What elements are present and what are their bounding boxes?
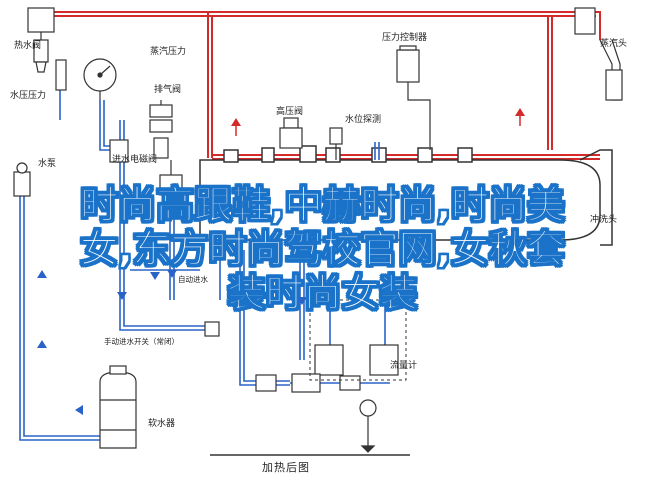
softener-tank bbox=[99, 365, 137, 449]
overlay-line-1: 时尚高跟鞋,中赫时尚,时尚美 bbox=[80, 183, 566, 228]
label-inlet-solenoid: 进水电磁阀 bbox=[112, 155, 158, 165]
water-pipe-blue bbox=[19, 60, 390, 441]
label-water-pressure: 水压压力 bbox=[10, 91, 47, 101]
label-high-pressure-valve: 高压阀 bbox=[276, 107, 304, 117]
label-softener: 软水器 bbox=[148, 419, 176, 429]
overlay-line-3: 装时尚女装 bbox=[227, 271, 418, 316]
dashed-flow-box bbox=[309, 299, 407, 381]
watermark-overlay-text: 时尚高跟鞋,中赫时尚,时尚美 女,东方时尚驾校官网,女秋套 装时尚女装 bbox=[0, 183, 645, 316]
label-level-probe: 水位探测 bbox=[345, 115, 382, 125]
exhaust-valve-symbol bbox=[149, 100, 173, 159]
label-flow-meter: 流量计 bbox=[390, 361, 418, 371]
label-steam-pressure-gauge: 蒸汽压力 bbox=[150, 47, 187, 57]
label-pump: 水泵 bbox=[38, 159, 57, 169]
label-steam-head: 蒸汽头 bbox=[600, 39, 628, 49]
label-drain-head: 冲洗头 bbox=[590, 215, 618, 225]
blue-flow-arrows bbox=[37, 270, 307, 415]
label-exhaust-valve: 排气阀 bbox=[154, 85, 182, 95]
heat-valve-symbol bbox=[27, 7, 55, 73]
steam-head-symbol bbox=[574, 7, 623, 101]
pump-symbol bbox=[13, 162, 31, 197]
inlet-solenoid-symbol bbox=[109, 139, 183, 196]
label-auto-inlet: 自动进水 bbox=[178, 275, 208, 284]
overlay-line-2: 女,东方时尚驾校官网,女秋套 bbox=[80, 227, 566, 272]
manifold-valves bbox=[204, 321, 361, 393]
red-flow-arrows bbox=[231, 108, 525, 136]
label-manual-inlet: 手动进水开关（常闭） bbox=[104, 337, 179, 346]
pressure-switch-symbol bbox=[396, 45, 431, 150]
level-probe-symbol bbox=[329, 127, 343, 160]
label-pressure-switch: 压力控制器 bbox=[382, 33, 428, 43]
flow-meter-symbol bbox=[314, 344, 399, 453]
label-heat-valve: 热水阀 bbox=[14, 41, 42, 51]
high-pressure-valve-symbol bbox=[279, 117, 303, 149]
diagram-caption: 加热后图 bbox=[262, 461, 310, 474]
pressure-gauge-symbol bbox=[55, 58, 117, 100]
